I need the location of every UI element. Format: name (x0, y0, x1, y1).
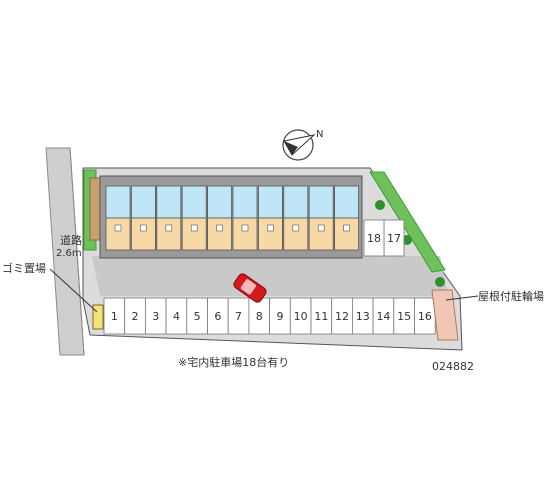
unit-upper (207, 185, 233, 219)
unit-fixture (190, 224, 198, 232)
parking-space-number: 11 (314, 310, 328, 323)
parking-space-number: 2 (132, 310, 139, 323)
bike-parking-label: 屋根付駐輪場 (478, 289, 544, 303)
unit-lower (308, 217, 334, 251)
building-units (105, 185, 360, 251)
unit-lower (156, 217, 182, 251)
unit-fixture (267, 224, 274, 232)
tree-icon (375, 200, 385, 210)
parking-space-number: 8 (256, 310, 263, 323)
unit-lower (105, 217, 131, 251)
unit-upper (334, 185, 360, 219)
unit-fixture (317, 224, 325, 232)
unit-lower (283, 217, 309, 251)
bike-parking-area (431, 289, 459, 341)
parking-space-number: 17 (387, 232, 401, 245)
parking-note: ※宅内駐車場18台有り (178, 355, 289, 369)
unit-upper (232, 185, 258, 219)
parking-space-number: 16 (418, 310, 432, 323)
parking-space-number: 3 (152, 310, 159, 323)
parking-space-number: 13 (356, 310, 370, 323)
unit-lower (232, 217, 258, 251)
unit-lower (181, 217, 207, 251)
unit-fixture (114, 224, 122, 232)
road-edge-line (69, 147, 85, 356)
parking-space-number: 9 (276, 310, 283, 323)
parking-space-number: 7 (235, 310, 242, 323)
unit-fixture (343, 224, 350, 232)
unit-fixture (241, 224, 249, 232)
road-label: 道路 (60, 233, 82, 247)
unit-fixture (140, 224, 147, 232)
unit-upper (130, 185, 156, 219)
unit-upper (308, 185, 334, 219)
unit-lower (130, 217, 156, 251)
unit-upper (283, 185, 309, 219)
garbage-area (92, 304, 104, 330)
unit-upper (257, 185, 283, 219)
unit-fixture (292, 224, 300, 232)
unit-upper (181, 185, 207, 219)
compass-icon: N (282, 129, 323, 161)
parking-space (363, 219, 385, 257)
garbage-label: ゴミ置場 (2, 261, 46, 275)
unit-fixture (216, 224, 223, 232)
parking-space-number: 10 (294, 310, 308, 323)
unit-lower (334, 217, 360, 251)
bike-parking-pointer (445, 295, 479, 301)
driveway (92, 256, 448, 296)
unit-fixture (165, 224, 173, 232)
parking-space-number: 14 (376, 310, 390, 323)
road-width-label: 2.6m (56, 248, 82, 259)
parking-space-number: 5 (194, 310, 201, 323)
parking-space-number: 15 (397, 310, 411, 323)
tree-icon (435, 277, 445, 287)
svg-text:N: N (316, 129, 323, 140)
unit-upper (156, 185, 182, 219)
property-id: 024882 (432, 360, 474, 373)
unit-lower (257, 217, 283, 251)
garbage-pointer (49, 268, 98, 313)
unit-upper (105, 185, 131, 219)
parking-space-number: 12 (335, 310, 349, 323)
parking-space-number: 6 (214, 310, 221, 323)
tree-icon (402, 235, 412, 245)
parking-space-number: 18 (367, 232, 381, 245)
parking-space-number: 1 (111, 310, 118, 323)
parking-space-number: 4 (173, 310, 180, 323)
unit-lower (207, 217, 233, 251)
car-icon (233, 273, 267, 303)
